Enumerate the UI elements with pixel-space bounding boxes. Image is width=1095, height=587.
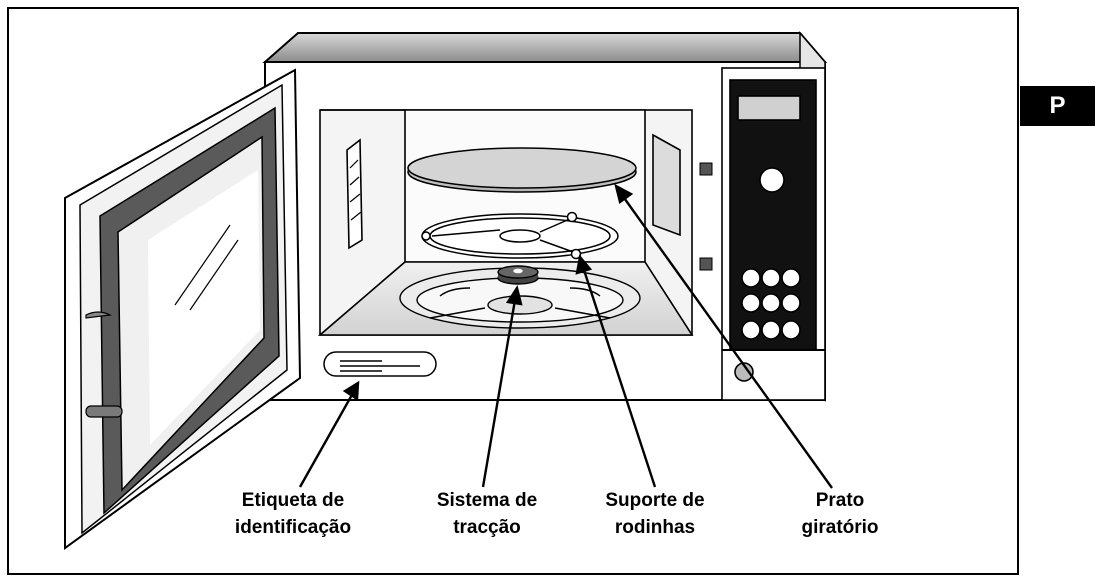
control-panel [721, 67, 826, 401]
door-latch [85, 405, 123, 418]
label-drive-system: Sistema de tracção [412, 487, 562, 541]
door [64, 68, 302, 550]
glass-reflection [174, 224, 239, 311]
drive-coupler [497, 265, 539, 285]
label-roller-support: Suporte de rodinhas [580, 487, 730, 541]
arrow-drive [481, 299, 517, 488]
label-turntable-plate: Prato giratório [775, 487, 905, 541]
label-roller-support-line2: rodinhas [614, 517, 696, 538]
label-drive-system-line2: tracção [453, 517, 521, 538]
latch-slot-lower [699, 257, 713, 271]
label-id-plate: Etiqueta de identificação [208, 487, 378, 541]
cabinet-top [262, 32, 828, 63]
glass-plate [407, 147, 637, 193]
label-id-plate-line1: Etiqueta de [241, 490, 345, 511]
label-id-plate-line2: identificação [234, 517, 352, 538]
language-tab: P [1020, 86, 1095, 126]
label-roller-support-line1: Suporte de [605, 490, 705, 511]
label-drive-system-line1: Sistema de [436, 490, 538, 511]
arrow-roller [581, 266, 657, 488]
id-label-plate [323, 351, 437, 377]
roller-ring [421, 211, 619, 260]
label-turntable-plate-line2: giratório [801, 517, 879, 538]
wall-grille [652, 133, 681, 237]
pointer-arrows [298, 183, 833, 489]
hinge-upper [85, 311, 113, 319]
arrow-id-label [298, 392, 355, 488]
arrow-plate [621, 194, 833, 489]
latch-slot-upper [699, 162, 713, 176]
label-turntable-plate-line1: Prato [815, 490, 865, 511]
